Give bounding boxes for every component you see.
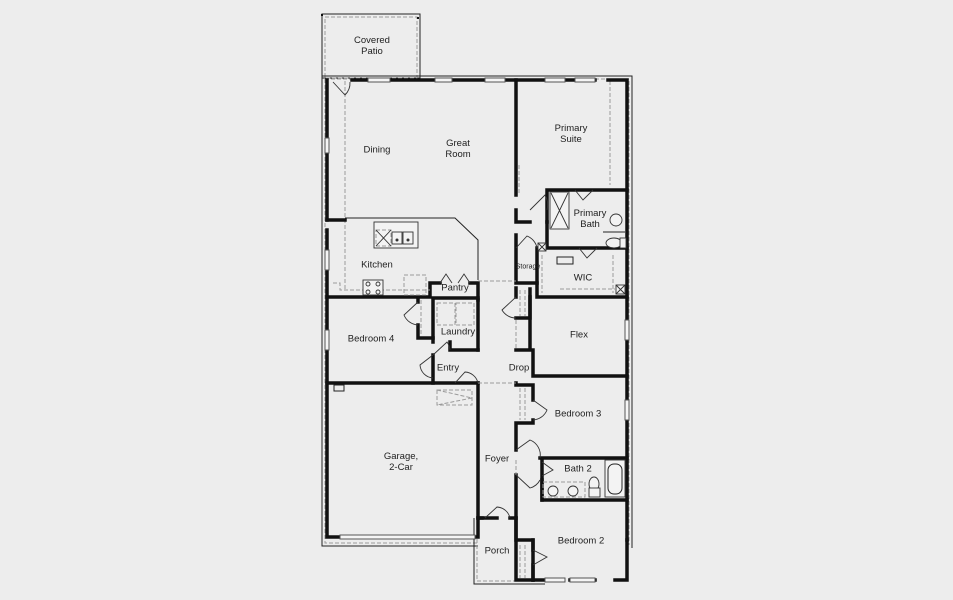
room-label-dining: Dining [363,144,391,156]
closet-rods [478,165,526,578]
room-label-primary-suite: Primary Suite [554,123,588,145]
room-label-bedroom-3: Bedroom 3 [554,408,602,420]
room-label-flex: Flex [570,329,588,341]
interior-walls [325,78,629,582]
room-label-primary-bath: Primary Bath [573,208,607,230]
exterior-outline [321,75,633,585]
windows [324,77,630,583]
room-label-bath-2: Bath 2 [564,463,592,475]
room-label-foyer: Foyer [484,453,510,465]
garage-fixtures [333,384,473,406]
kitchen-fixtures [333,217,479,296]
garage-door [339,534,476,540]
bath-2-fixtures [542,459,626,498]
room-label-porch: Porch [484,545,510,557]
room-label-wic: WIC [573,272,593,284]
room-label-kitchen: Kitchen [361,259,393,271]
laundry-fixtures [420,300,475,336]
room-label-covered-patio: Covered Patio [354,35,390,57]
primary-bath-fixtures [537,191,627,295]
room-label-garage: Garage, 2-Car [383,451,419,473]
room-label-laundry: Laundry [440,326,476,338]
room-label-great-room: Great Room [445,138,471,160]
room-label-bedroom-4: Bedroom 4 [347,333,395,345]
room-label-bedroom-2: Bedroom 2 [557,535,605,547]
room-label-storage: Storage [515,263,541,271]
door-swings [332,81,598,566]
room-label-entry: Entry [436,362,460,374]
room-label-drop: Drop [508,362,530,374]
room-label-pantry: Pantry [441,282,469,294]
